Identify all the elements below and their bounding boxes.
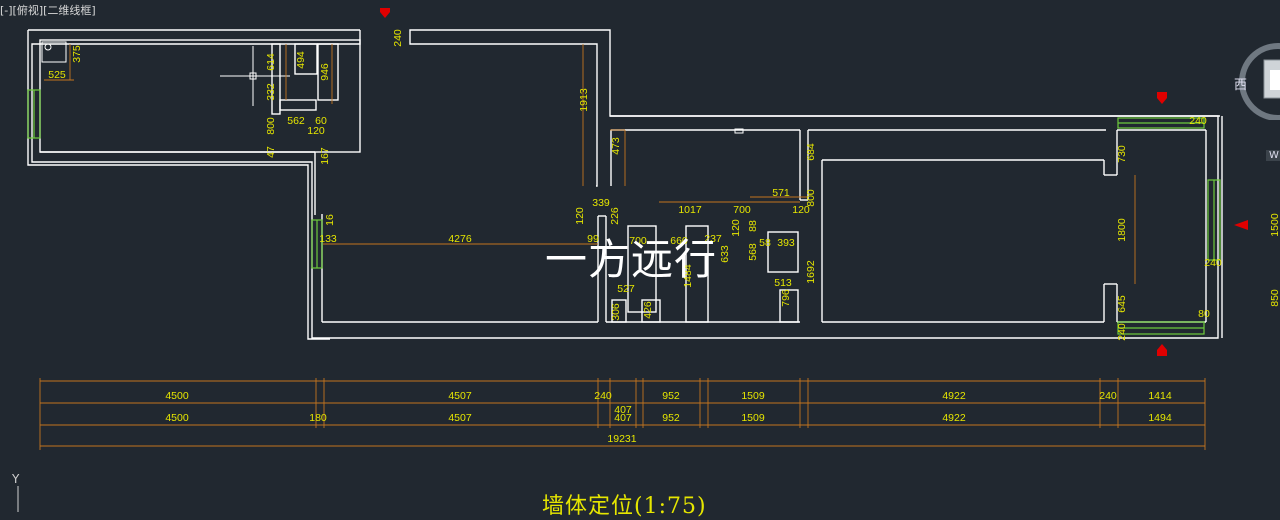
interior-dimension: 684 [805, 143, 817, 161]
interior-dimension: 645 [1116, 295, 1128, 313]
interior-dimension: 562 [287, 115, 305, 127]
interior-dimension: 120 [574, 207, 586, 225]
interior-dimension: 525 [48, 69, 66, 81]
interior-dimension: 133 [319, 233, 337, 245]
interior-dimension: 240 [1116, 323, 1128, 341]
overall-dim-row1: 1509 [741, 390, 765, 402]
interior-dimension: 1484 [682, 264, 694, 288]
compass-west-label: 西 [1234, 78, 1248, 93]
marker-bottom [1157, 344, 1167, 356]
viewport-label[interactable]: [-][俯视][二维线框] [0, 4, 96, 17]
interior-dimension: 1692 [805, 260, 817, 284]
overall-dim-row1: 4500 [165, 390, 189, 402]
interior-dimension: 332 [265, 83, 277, 101]
overall-dim-row2: 1509 [741, 412, 765, 424]
section-markers [380, 8, 1248, 356]
interior-dimension: 167 [319, 147, 331, 165]
interior-dimension: 120 [792, 204, 810, 216]
interior-dimension: 494 [295, 51, 307, 69]
interior-dimension: 571 [772, 187, 790, 199]
interior-dimension: 226 [609, 207, 621, 225]
interior-dimension: 88 [747, 220, 759, 232]
interior-dimension: 339 [592, 197, 610, 209]
overall-dim-row2: 1494 [1148, 412, 1172, 424]
overall-dim-row2: 4507 [448, 412, 472, 424]
interior-dimension: 633 [719, 245, 731, 263]
interior-dimension: 237 [704, 233, 722, 245]
interior-dimension: 473 [610, 137, 622, 155]
interior-dimension: 946 [319, 63, 331, 81]
overall-dim-total: 19231 [607, 433, 636, 445]
interior-dimension: 393 [777, 237, 795, 249]
wcs-label[interactable]: W [1266, 150, 1280, 161]
ucs-y-label: Y [12, 472, 20, 486]
overall-dim-row1: 4922 [942, 390, 966, 402]
edge-dimension: 1500 [1269, 213, 1280, 237]
overall-dim-row2: 407 [614, 412, 632, 424]
interior-dimension: 426 [642, 301, 654, 319]
overall-dim-row2: 4922 [942, 412, 966, 424]
overall-dim-row2: 952 [662, 412, 680, 424]
edge-dimension: 850 [1269, 289, 1280, 307]
interior-dimension: 1800 [1116, 218, 1128, 242]
interior-dimension: 306 [610, 303, 622, 321]
interior-dimension: 660 [670, 235, 688, 247]
interior-dimension: 60 [315, 115, 327, 127]
marker-right-top [1157, 92, 1167, 104]
interior-dimension: 120 [307, 125, 325, 137]
interior-dimension: 800 [805, 189, 817, 207]
marker-right [1234, 220, 1248, 230]
overall-dim-row2: 4500 [165, 412, 189, 424]
overall-dim-row2: 407 [614, 404, 632, 416]
interior-dimension: 730 [1116, 145, 1128, 163]
ucs-icon: Y [12, 472, 32, 515]
interior-dimension: 4276 [448, 233, 472, 245]
overall-dim-row1: 240 [1099, 390, 1117, 402]
overall-dim-row1: 952 [662, 390, 680, 402]
interior-dimension: 16 [324, 214, 336, 226]
compass-ring [1239, 43, 1280, 121]
overall-dim-row2: 180 [309, 412, 327, 424]
interior-dimension: 240 [392, 29, 404, 47]
interior-dimension: 375 [71, 45, 83, 63]
windows [27, 89, 1221, 335]
dimension-lines [39, 44, 1206, 450]
interior-dimension: 120 [730, 219, 742, 237]
marker-top [380, 8, 390, 18]
interior-dimension: 800 [265, 117, 277, 135]
interior-dimension: 700 [629, 235, 647, 247]
interior-dimension: 614 [265, 53, 277, 71]
overall-dim-row1: 1414 [1148, 390, 1172, 402]
interior-dimension: 47 [265, 146, 277, 158]
interior-dimension: 240 [1204, 257, 1222, 269]
interior-dimension: 796 [780, 289, 792, 307]
drawing-title: 墙体定位(1:75) [542, 494, 707, 519]
interior-dimension: 1017 [678, 204, 702, 216]
overall-dim-row1: 240 [594, 390, 612, 402]
dimension-texts: 4500 4507 240 952 1509 4922 240 1414 4500 180 4507… [48, 29, 1280, 445]
interior-dimension: 1913 [578, 88, 590, 112]
fixtures [41, 41, 744, 134]
viewcube[interactable]: 西 W [1222, 30, 1280, 161]
interior-dimension: 80 [1198, 308, 1210, 320]
interior-dimension: 240 [1189, 115, 1207, 127]
interior-dimension: 99 [587, 233, 599, 245]
interior-dimension: 513 [774, 277, 792, 289]
interior-dimension: 568 [747, 243, 759, 261]
interior-dimension: 58 [759, 237, 771, 249]
overall-dim-row1: 4507 [448, 390, 472, 402]
interior-dimension: 527 [617, 283, 635, 295]
interior-dimension: 700 [733, 204, 751, 216]
watermark-text: 一方远行 [545, 235, 718, 284]
